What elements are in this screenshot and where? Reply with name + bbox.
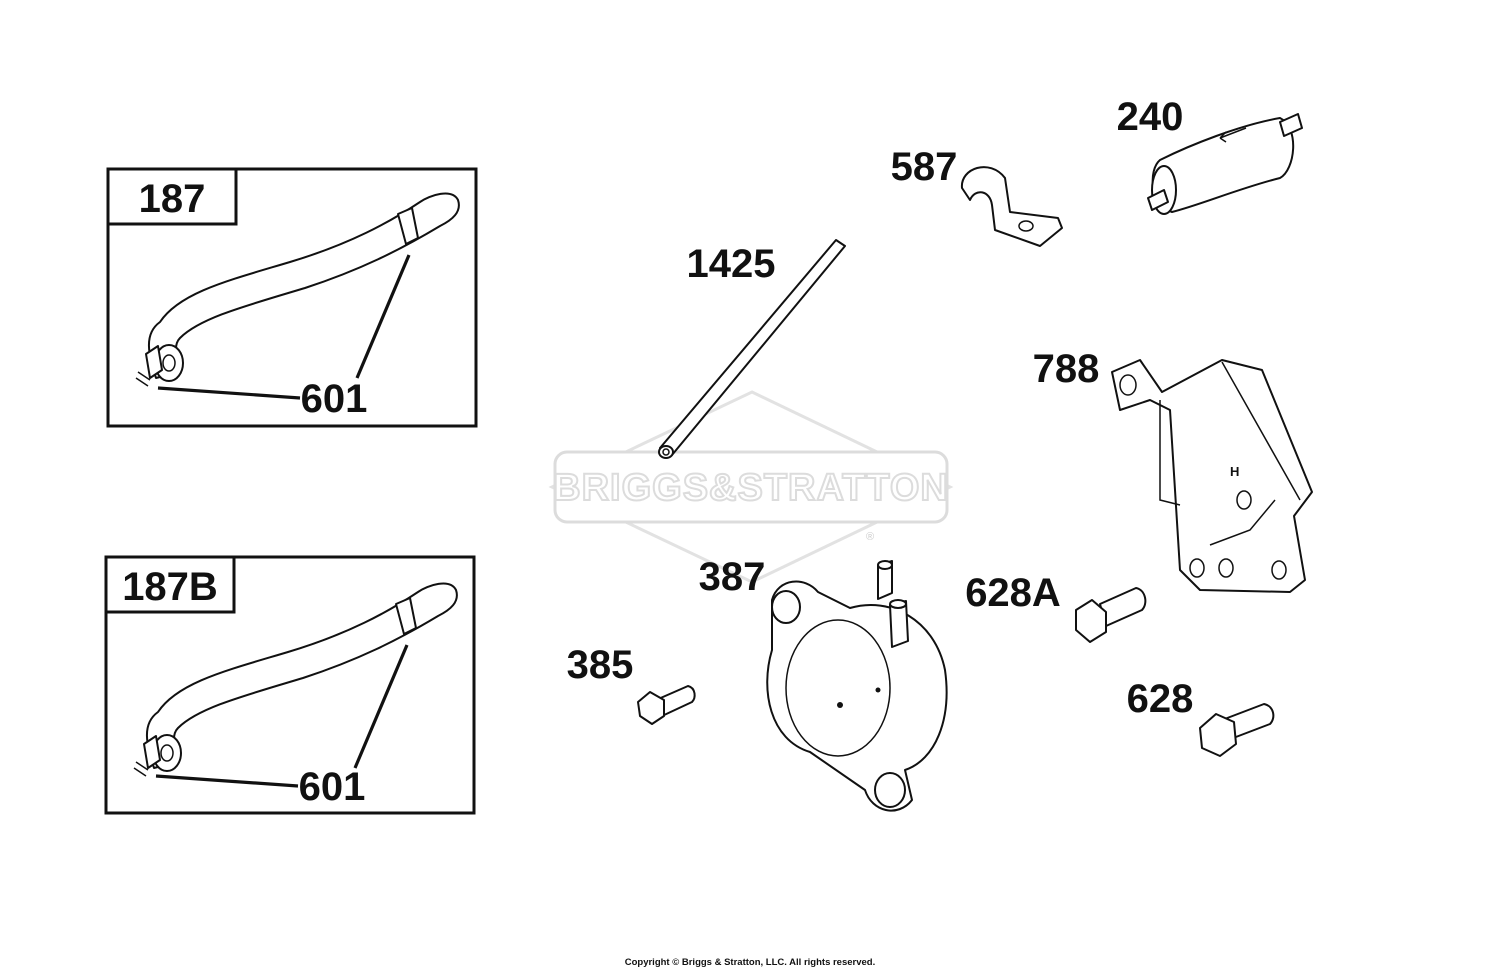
part-fuel-pump[interactable]: 387	[699, 555, 948, 812]
watermark-brand: BRIGGS&STRATTON	[553, 467, 949, 509]
part-clamp[interactable]: 587	[891, 145, 1063, 247]
svg-text:H: H	[1230, 464, 1239, 479]
part-screw-385[interactable]: 385	[567, 643, 696, 725]
watermark-logo: BRIGGS&STRATTON ®	[548, 390, 954, 584]
inset-187b[interactable]: 187B 601	[104, 555, 476, 815]
callout-240: 240	[1117, 95, 1184, 139]
callout-601: 601	[299, 765, 366, 809]
callout-788: 788	[1033, 347, 1100, 391]
callout-628a: 628A	[965, 571, 1061, 615]
inset-187[interactable]: 187 601	[106, 167, 478, 428]
callout-587: 587	[891, 145, 958, 189]
copyright-notice: Copyright © Briggs & Stratton, LLC. All …	[624, 957, 876, 968]
inset-label: 187B	[122, 565, 218, 609]
part-fuel-filter[interactable]: 240	[1117, 95, 1303, 215]
inset-label: 187	[139, 177, 206, 221]
callout-385: 385	[567, 643, 634, 687]
part-screw-628[interactable]: 628	[1127, 677, 1275, 757]
callout-387: 387	[699, 555, 766, 599]
part-screw-628a[interactable]: 628A	[965, 571, 1147, 643]
watermark-registered: ®	[866, 531, 874, 543]
fuel-hose-icon	[133, 582, 458, 777]
part-fuel-line[interactable]: 1425	[658, 239, 846, 459]
fuel-hose-icon	[135, 192, 460, 387]
callout-628: 628	[1127, 677, 1194, 721]
part-bracket[interactable]: 788 H	[1033, 347, 1313, 593]
callout-1425: 1425	[687, 242, 776, 286]
callout-601: 601	[301, 377, 368, 421]
